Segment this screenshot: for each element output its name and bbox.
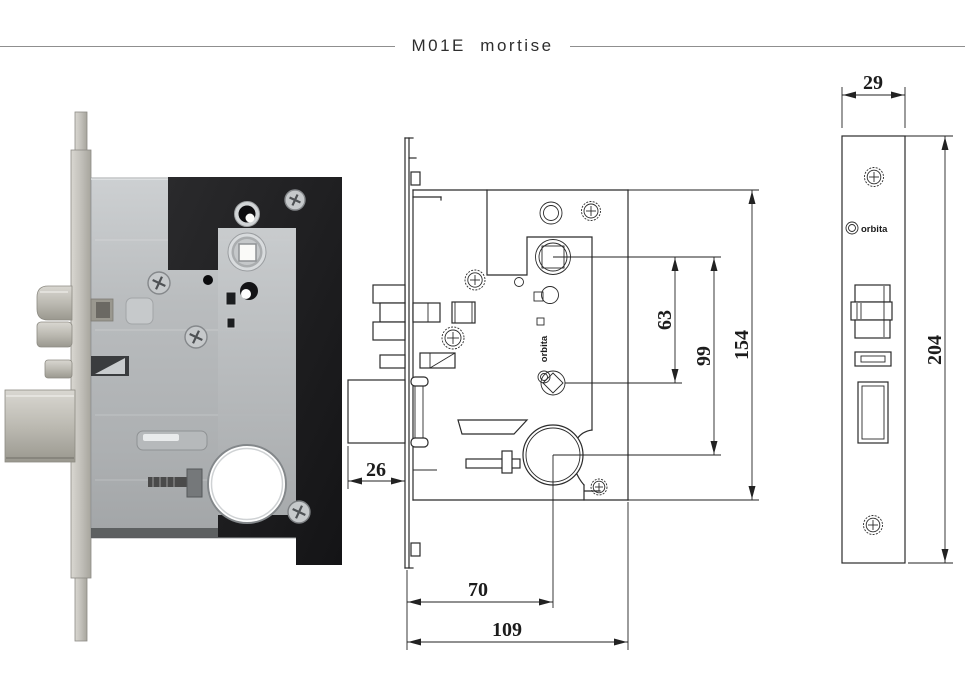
bottom-right-screw bbox=[287, 500, 311, 524]
faceplate-screw-top bbox=[864, 167, 884, 187]
faceplate-logo: orbita bbox=[845, 221, 888, 235]
cad-logo: orbita bbox=[537, 335, 551, 384]
faceplate-outline bbox=[841, 135, 906, 564]
cad-screw-b bbox=[441, 326, 465, 350]
dim-204: 204 bbox=[905, 135, 953, 564]
header-rule-right bbox=[569, 45, 965, 47]
dim-99: 99 bbox=[693, 257, 718, 455]
top-right-screw bbox=[284, 189, 306, 211]
dim-63-label: 63 bbox=[654, 310, 676, 330]
cad-guide-post bbox=[410, 376, 437, 471]
middle-screw bbox=[184, 325, 208, 349]
cad-faceplate bbox=[404, 137, 421, 569]
key-cam bbox=[148, 468, 203, 498]
dim-29-label: 29 bbox=[863, 72, 883, 94]
half-moon-hole bbox=[240, 282, 258, 300]
cad-latch-bolt bbox=[372, 284, 476, 341]
latch-bolt bbox=[36, 285, 114, 348]
case-bottom-shadow bbox=[91, 528, 296, 538]
faceplate-logo-text: orbita bbox=[861, 224, 888, 235]
faceplate-deadbolt-cutout bbox=[857, 381, 889, 444]
dim-63: 63 bbox=[654, 257, 679, 383]
cad-auxiliary-bolt bbox=[379, 352, 456, 369]
stamped-boss bbox=[125, 297, 154, 325]
cad-top-hole bbox=[539, 201, 563, 225]
black-mounting-plate bbox=[168, 177, 342, 565]
faceplate bbox=[70, 149, 92, 579]
small-pin-hole bbox=[203, 275, 213, 285]
cad-key-crossbar bbox=[501, 450, 513, 474]
faceplate-small-cutout bbox=[854, 351, 892, 367]
dim-26-label: 26 bbox=[366, 459, 386, 481]
photo-view bbox=[4, 111, 342, 642]
square-hole-2 bbox=[226, 317, 236, 329]
header-rule-left bbox=[0, 45, 396, 47]
square-hole-1 bbox=[225, 291, 237, 306]
left-screw bbox=[147, 271, 171, 295]
dim-26: 26 bbox=[348, 459, 405, 485]
spindle-square-hole bbox=[238, 243, 257, 262]
dim-109-label: 109 bbox=[492, 619, 522, 641]
dim-99-label: 99 bbox=[693, 346, 715, 366]
dim-70-label: 70 bbox=[468, 579, 488, 601]
dim-154: 154 bbox=[731, 190, 756, 500]
cad-screw-top bbox=[581, 201, 601, 221]
cad-snib-lever bbox=[457, 419, 529, 435]
cad-case-outline bbox=[412, 189, 629, 501]
page-title: M01E mortise bbox=[411, 36, 554, 55]
faceplate-screw-bottom bbox=[863, 515, 883, 535]
cad-extension-lines bbox=[347, 189, 759, 650]
dim-70: 70 bbox=[407, 579, 553, 606]
faceplate-bottom-tab bbox=[74, 575, 88, 642]
cad-small-parts bbox=[533, 286, 559, 326]
faceplate-latch-cutout bbox=[850, 284, 893, 339]
cad-deadbolt bbox=[347, 379, 406, 444]
auxiliary-bolt bbox=[44, 356, 129, 379]
upper-round-hole bbox=[234, 201, 260, 227]
dim-154-label: 154 bbox=[731, 330, 753, 360]
cad-logo-text: orbita bbox=[539, 335, 550, 362]
cad-screw-bottom bbox=[590, 478, 608, 496]
cad-faceplate-view: orbita bbox=[841, 72, 953, 564]
spindle-hub bbox=[227, 232, 267, 272]
page-header: M01E mortise bbox=[0, 36, 965, 56]
faceplate-top-tab bbox=[74, 111, 88, 155]
deadbolt bbox=[4, 389, 76, 463]
cad-key-stem bbox=[465, 458, 521, 469]
dim-29: 29 bbox=[841, 72, 906, 128]
cylinder-hole bbox=[207, 444, 287, 524]
dim-109: 109 bbox=[407, 619, 628, 646]
cad-front-view: orbita bbox=[347, 137, 759, 650]
stamped-slot bbox=[136, 430, 208, 451]
dim-204-label: 204 bbox=[924, 335, 946, 365]
cad-screw-a bbox=[464, 269, 486, 291]
